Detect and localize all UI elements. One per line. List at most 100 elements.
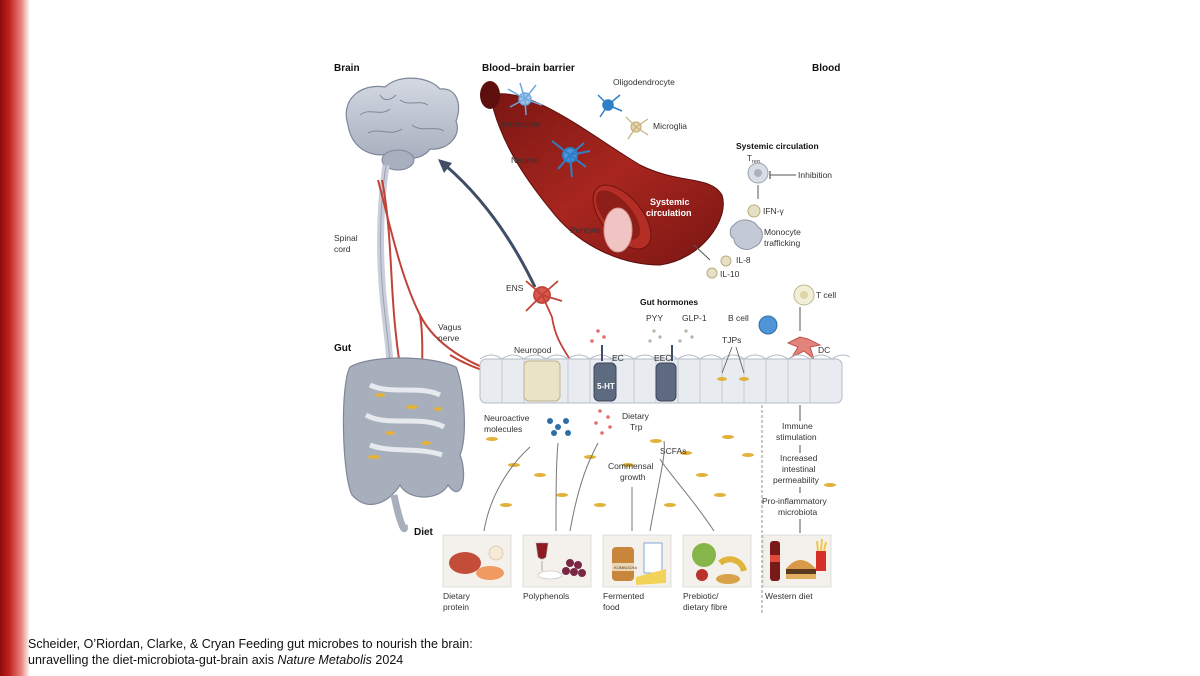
- citation-line1: Scheider, O’Riordan, Clarke, & Cryan Fee…: [28, 637, 473, 651]
- gut-section-label: Gut: [334, 343, 352, 354]
- pericyte-label: Pericyte: [570, 225, 601, 235]
- diet-arrows: [483, 440, 715, 532]
- ec-label: EC: [612, 353, 624, 363]
- diet-tile-western: [762, 534, 832, 588]
- ifn-molecule: [747, 204, 761, 218]
- diet-microbiota-gut-brain-figure: Brain Blood–brain barrier Blood Gut Diet…: [330, 55, 850, 615]
- il10-label: IL-10: [720, 269, 740, 279]
- diet-tile-fermented: KOMBUCHA: [602, 534, 672, 588]
- citation-line2-text: unravelling the diet-microbiota-gut-brai…: [28, 653, 278, 667]
- vagus-label-line1: Vagus: [438, 322, 461, 332]
- diet-caption-3-line2: dietary fibre: [683, 602, 728, 612]
- microglia-label: Microglia: [653, 121, 687, 131]
- blood-section-label: Blood: [812, 63, 840, 74]
- treg-nucleus: [754, 169, 762, 177]
- brain-illustration: [345, 77, 460, 374]
- dendritic-cell: [786, 336, 822, 361]
- diet-tile-protein: [442, 534, 512, 588]
- ec-cell: [593, 362, 617, 402]
- inhibition-label: Inhibition: [798, 170, 832, 180]
- diet-caption-2-line2: food: [603, 602, 620, 612]
- citation-journal: Nature Metabolis: [277, 653, 372, 667]
- gut-microbiota: [486, 435, 836, 507]
- microglia-cell: [625, 116, 649, 140]
- b-cell: [758, 315, 778, 335]
- serotonin-particles: [590, 329, 612, 435]
- ens-label: ENS: [506, 283, 524, 293]
- kombucha-label: KOMBUCHA: [614, 565, 637, 570]
- ens-neuron: [525, 280, 579, 376]
- blood-vessel: [480, 81, 724, 266]
- monocyte-label-line1: Monocyte: [764, 227, 801, 237]
- pyy-label: PYY: [646, 313, 663, 323]
- tight-junctions: [717, 377, 749, 381]
- eec-label: EEC: [654, 353, 671, 363]
- scfas-label: SCFAs: [660, 446, 686, 456]
- gut-hormones-title: Gut hormones: [640, 297, 698, 307]
- systemic-circulation-vessel-line2: circulation: [646, 208, 692, 218]
- neuroactive-label-line2: molecules: [484, 424, 522, 434]
- dietary-trp-label-line1: Dietary: [622, 411, 650, 421]
- b-cell-label: B cell: [728, 313, 749, 323]
- cytokine-arrow: [693, 244, 711, 261]
- il8-molecule: [720, 255, 732, 267]
- diet-caption-3-line1: Prebiotic/: [683, 591, 719, 601]
- immune-stimulation-line1: Immune: [782, 421, 813, 431]
- neuron-label: Neuron: [511, 155, 539, 165]
- dietary-trp-label-line2: Trp: [630, 422, 643, 432]
- spinal-cord-label-line1: Spinal: [334, 233, 358, 243]
- il10-molecule: [706, 267, 718, 279]
- commensal-label-line1: Commensal: [608, 461, 653, 471]
- monocyte-label-line2: trafficking: [764, 238, 800, 248]
- il8-label: IL-8: [736, 255, 751, 265]
- glp1-label: GLP-1: [682, 313, 707, 323]
- permeability-line3: permeability: [773, 475, 820, 485]
- dc-label: DC: [818, 345, 830, 355]
- diet-caption-2-line1: Fermented: [603, 591, 644, 601]
- diet-caption-0-line1: Dietary: [443, 591, 471, 601]
- tjps-pointer-1: [721, 346, 733, 374]
- accent-bar: [0, 0, 30, 676]
- neuron-cell: [551, 140, 591, 178]
- citation: Scheider, O’Riordan, Clarke, & Cryan Fee…: [28, 636, 728, 668]
- systemic-circulation-vessel-line1: Systemic: [650, 197, 690, 207]
- diet-caption-1-line1: Polyphenols: [523, 591, 569, 601]
- gut-brain-arrow: [444, 163, 537, 288]
- diet-tile-polyphenols: [522, 534, 592, 588]
- citation-year: 2024: [371, 653, 404, 667]
- commensal-label-line2: growth: [620, 472, 646, 482]
- neuropod-label: Neuropod: [514, 345, 552, 355]
- oligodendrocyte-cell: [597, 94, 623, 118]
- vagus-label-line2: nerve: [438, 333, 460, 343]
- proinflammatory-line1: Pro-inflammatory: [762, 496, 827, 506]
- treg-label: Treg: [747, 154, 760, 165]
- diet-tile-fibre: [682, 534, 752, 588]
- permeability-line2: intestinal: [782, 464, 816, 474]
- eec-cell: [655, 362, 677, 402]
- pericyte-cell: [603, 207, 633, 253]
- bbb-section-label: Blood–brain barrier: [482, 63, 575, 74]
- immune-stimulation-line2: stimulation: [776, 432, 817, 442]
- diet-caption-4-line1: Western diet: [765, 591, 813, 601]
- t-cell-nucleus: [800, 291, 808, 299]
- neuroactive-label-line1: Neuroactive: [484, 413, 530, 423]
- spinal-cord-label-line2: cord: [334, 244, 351, 254]
- permeability-line1: Increased: [780, 453, 818, 463]
- intestine-illustration: [342, 357, 465, 533]
- proinflammatory-line2: microbiota: [778, 507, 817, 517]
- figure-svg: Brain Blood–brain barrier Blood Gut Diet…: [334, 63, 850, 615]
- gut-brain-arrowhead: [438, 159, 452, 173]
- t-cell-label: T cell: [816, 290, 836, 300]
- hormone-particles: [648, 329, 694, 343]
- neuropod-cell: [523, 360, 561, 402]
- tjps-pointer-2: [735, 346, 745, 374]
- astrocytes-label: Astrocytes: [500, 119, 540, 129]
- neuroactive-molecules: [547, 418, 571, 436]
- systemic-circulation-title: Systemic circulation: [736, 141, 819, 151]
- ifn-label: IFN-γ: [763, 206, 785, 216]
- monocyte-cell: [729, 219, 763, 250]
- oligodendrocyte-label: Oligodendrocyte: [613, 77, 675, 87]
- citation-line2: unravelling the diet-microbiota-gut-brai…: [28, 652, 728, 668]
- diet-section-label: Diet: [414, 527, 434, 538]
- astrocyte-cell: [507, 82, 543, 116]
